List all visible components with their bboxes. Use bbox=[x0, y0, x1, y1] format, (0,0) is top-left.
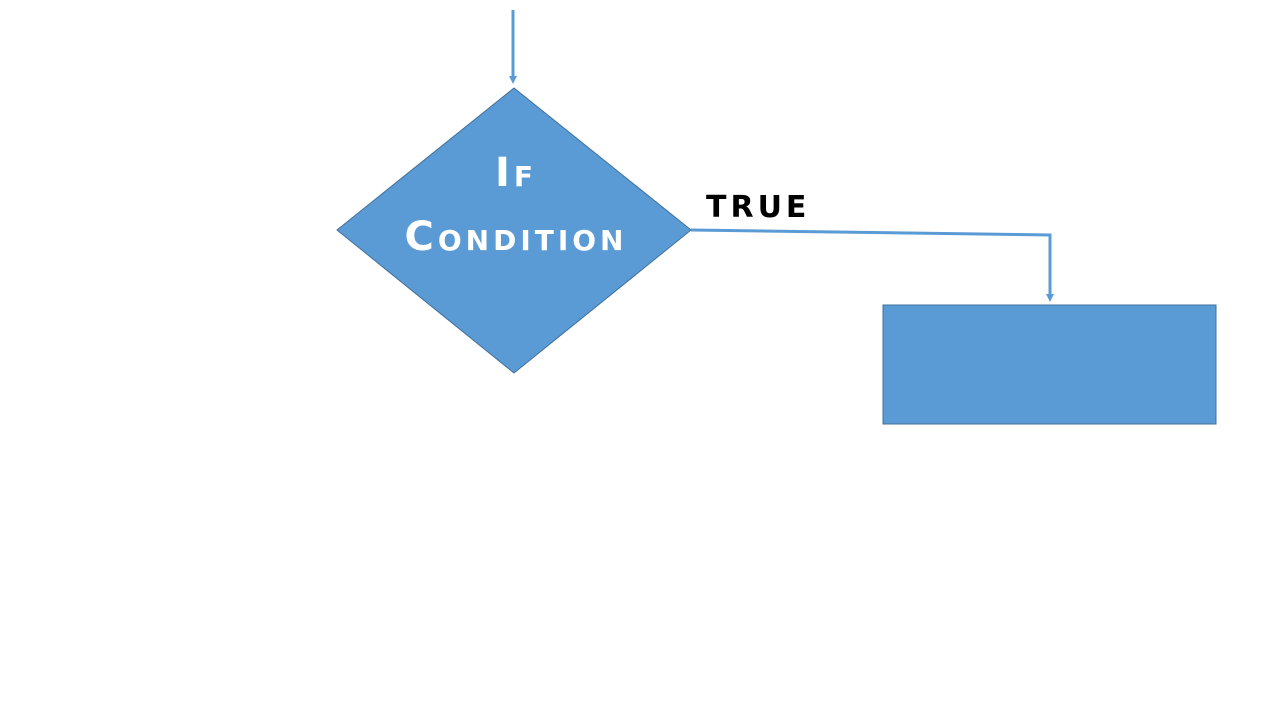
true-branch-connector bbox=[690, 228, 1054, 302]
decision-label-line2: Condition bbox=[404, 214, 627, 260]
decision-label-line1: If bbox=[495, 150, 537, 196]
decision-diamond bbox=[336, 87, 692, 374]
process-box bbox=[882, 304, 1217, 425]
true-branch-label: TRUE bbox=[706, 190, 810, 225]
